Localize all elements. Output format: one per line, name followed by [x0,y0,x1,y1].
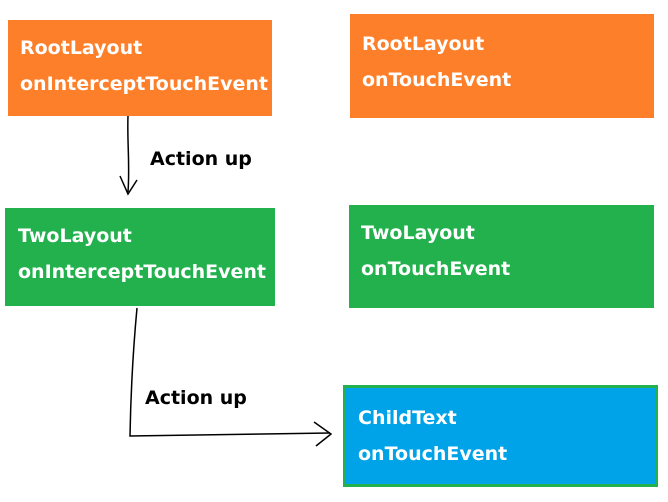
arrowhead-root-to-two [119,175,138,196]
root-intercept-box: RootLayout onInterceptTouchEvent [8,20,272,116]
arrowhead-two-to-child [313,421,333,447]
root-touch-event: onTouchEvent [362,69,512,91]
two-intercept-box: TwoLayout onInterceptTouchEvent [5,208,275,306]
arrow-label-1: Action up [150,148,252,170]
root-intercept-event: onInterceptTouchEvent [20,73,269,95]
root-touch-title: RootLayout [362,33,485,55]
root-touch-box: RootLayout onTouchEvent [350,14,654,118]
two-intercept-title: TwoLayout [18,225,132,247]
arrow-label-2: Action up [145,387,247,409]
two-touch-event: onTouchEvent [361,258,511,280]
two-touch-title: TwoLayout [361,222,475,244]
arrow-root-to-two [127,115,130,193]
child-touch-event: onTouchEvent [358,443,508,465]
arrow-two-to-child [129,307,331,437]
two-intercept-event: onInterceptTouchEvent [18,261,267,283]
child-touch-title: ChildText [358,407,457,429]
root-intercept-title: RootLayout [20,37,143,59]
two-touch-box: TwoLayout onTouchEvent [349,205,654,308]
child-touch-box: ChildText onTouchEvent [343,385,658,487]
